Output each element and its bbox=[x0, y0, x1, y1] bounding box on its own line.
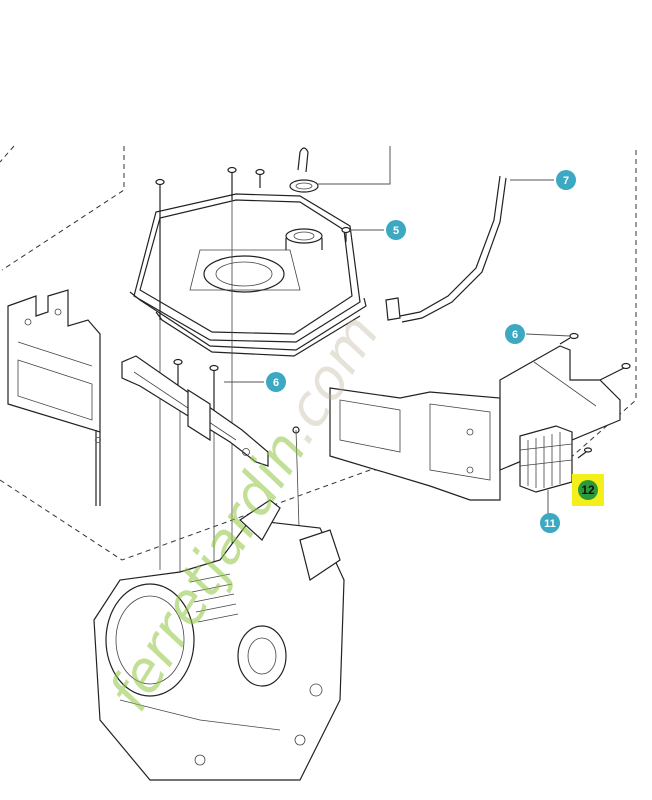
callout-11: 11 bbox=[540, 513, 560, 533]
svg-text:6: 6 bbox=[273, 377, 279, 389]
svg-text:11: 11 bbox=[544, 518, 556, 530]
callout-leaders bbox=[224, 146, 571, 514]
tank-bracket bbox=[121, 355, 269, 467]
svg-text:6: 6 bbox=[512, 329, 518, 341]
fuel-cap bbox=[289, 147, 319, 193]
engine bbox=[93, 499, 345, 781]
left-bracket bbox=[7, 289, 101, 506]
callout-6-center: 6 bbox=[266, 372, 286, 392]
svg-text:12: 12 bbox=[581, 483, 595, 497]
dashed-boundaries bbox=[0, 145, 637, 561]
callout-6-right: 6 bbox=[505, 324, 525, 344]
svg-text:7: 7 bbox=[563, 175, 569, 187]
callout-5: 5 bbox=[386, 220, 406, 240]
fuel-tank bbox=[129, 193, 367, 357]
fuel-line bbox=[385, 175, 507, 323]
bolts bbox=[155, 166, 631, 459]
callout-12-highlighted[interactable]: 12 bbox=[572, 474, 604, 506]
callout-7: 7 bbox=[556, 170, 576, 190]
control-module bbox=[519, 425, 573, 493]
svg-text:5: 5 bbox=[393, 225, 399, 237]
